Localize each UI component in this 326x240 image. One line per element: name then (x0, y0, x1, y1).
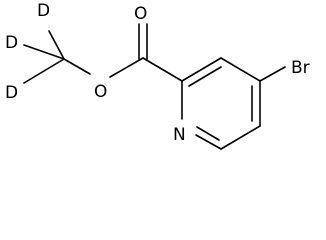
bond-ring-c2-c3 (181, 57, 222, 82)
atom-label-ring-nitrogen: N (173, 125, 186, 145)
bond-c-d-lower (23, 58, 65, 84)
bond-ring-c6-n (195, 134, 222, 150)
atom-label-bromine: Br (291, 58, 310, 78)
bond-c4-br (259, 66, 286, 82)
bond-ring-c6-n-inner (196, 126, 220, 141)
atom-label-ether-oxygen: O (94, 82, 107, 102)
bond-o-carbonyl-c (109, 57, 144, 78)
bond-methyl-o (63, 58, 91, 75)
atom-label-d-top: D (37, 1, 50, 21)
bond-c-d-left (23, 44, 65, 60)
bond-c-d-top (48, 30, 65, 60)
atom-label-carbonyl-oxygen: O (134, 4, 147, 24)
bond-ring-c2-c3-inner (188, 66, 222, 87)
atom-label-d-left: D (5, 33, 18, 53)
atom-label-d-lower: D (5, 83, 18, 103)
bond-ring-c5-c6 (220, 125, 261, 150)
bond-ring-c3-c4 (220, 57, 261, 82)
chemical-structure: D D D O O N Br (5, 1, 310, 150)
bond-carbonyl-to-ring (142, 57, 183, 82)
